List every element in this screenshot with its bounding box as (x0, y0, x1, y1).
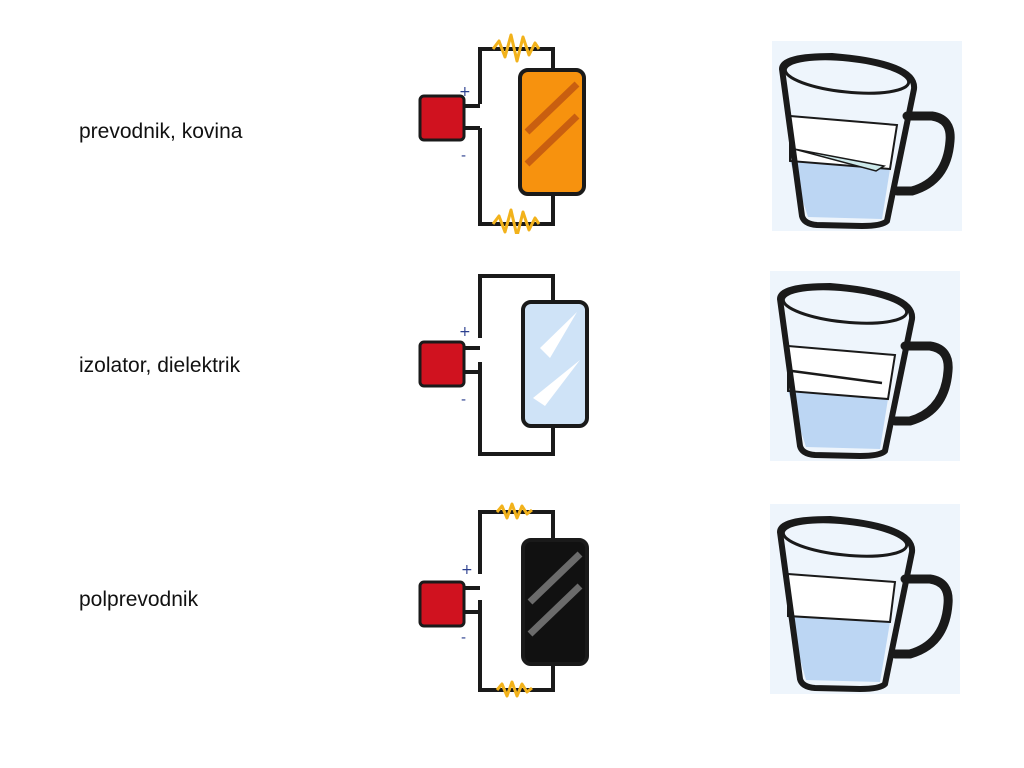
row-semiconductor: polprevodnik + - (0, 478, 1024, 712)
glass-outline (777, 516, 916, 692)
water (788, 616, 890, 682)
material-stripe (527, 551, 583, 637)
row-conductor: prevodnik, kovina + - (0, 10, 1024, 244)
battery-lead (464, 586, 480, 614)
circuit-wire (478, 510, 555, 692)
spark-icon (491, 33, 541, 63)
glass-outline (777, 283, 916, 459)
battery-icon (418, 94, 466, 142)
plus-sign: + (459, 84, 471, 100)
gap-wedge (793, 148, 887, 172)
glass-outline (779, 53, 918, 229)
minus-sign: - (461, 630, 466, 646)
gap-line (791, 369, 883, 385)
material-block-semiconductor (521, 538, 589, 666)
label-insulator: izolator, dielektrik (79, 354, 241, 377)
material-block-insulator (521, 300, 589, 428)
material-stripe (524, 81, 580, 167)
mug-conductor (772, 41, 962, 231)
material-block-conductor (518, 68, 586, 196)
glass-rim (781, 287, 909, 325)
spark-icon (491, 208, 541, 234)
battery-icon (418, 580, 466, 628)
circuit-wire (478, 274, 555, 456)
circuit-conductor: + - (418, 33, 586, 234)
glass-rim (783, 57, 911, 95)
circuit-wire (478, 47, 555, 226)
water (788, 391, 888, 449)
plus-sign: + (461, 562, 473, 578)
row-insulator: izolator, dielektrik + - (0, 244, 1024, 478)
spark-icon (495, 502, 533, 520)
minus-sign: - (461, 148, 466, 164)
band-gap (787, 572, 897, 624)
circuit-semiconductor: + - (418, 502, 589, 698)
label-semiconductor: polprevodnik (79, 588, 199, 611)
mug-semiconductor (770, 504, 960, 694)
mug-insulator (770, 271, 960, 461)
material-stripe (533, 312, 580, 406)
label-conductor: prevodnik, kovina (79, 120, 243, 143)
spark-icon (495, 680, 533, 698)
circuit-insulator: + - (418, 274, 589, 456)
water (790, 161, 890, 219)
minus-sign: - (461, 392, 466, 408)
battery-icon (418, 340, 466, 388)
glass-rim (781, 520, 909, 558)
plus-sign: + (459, 324, 471, 340)
